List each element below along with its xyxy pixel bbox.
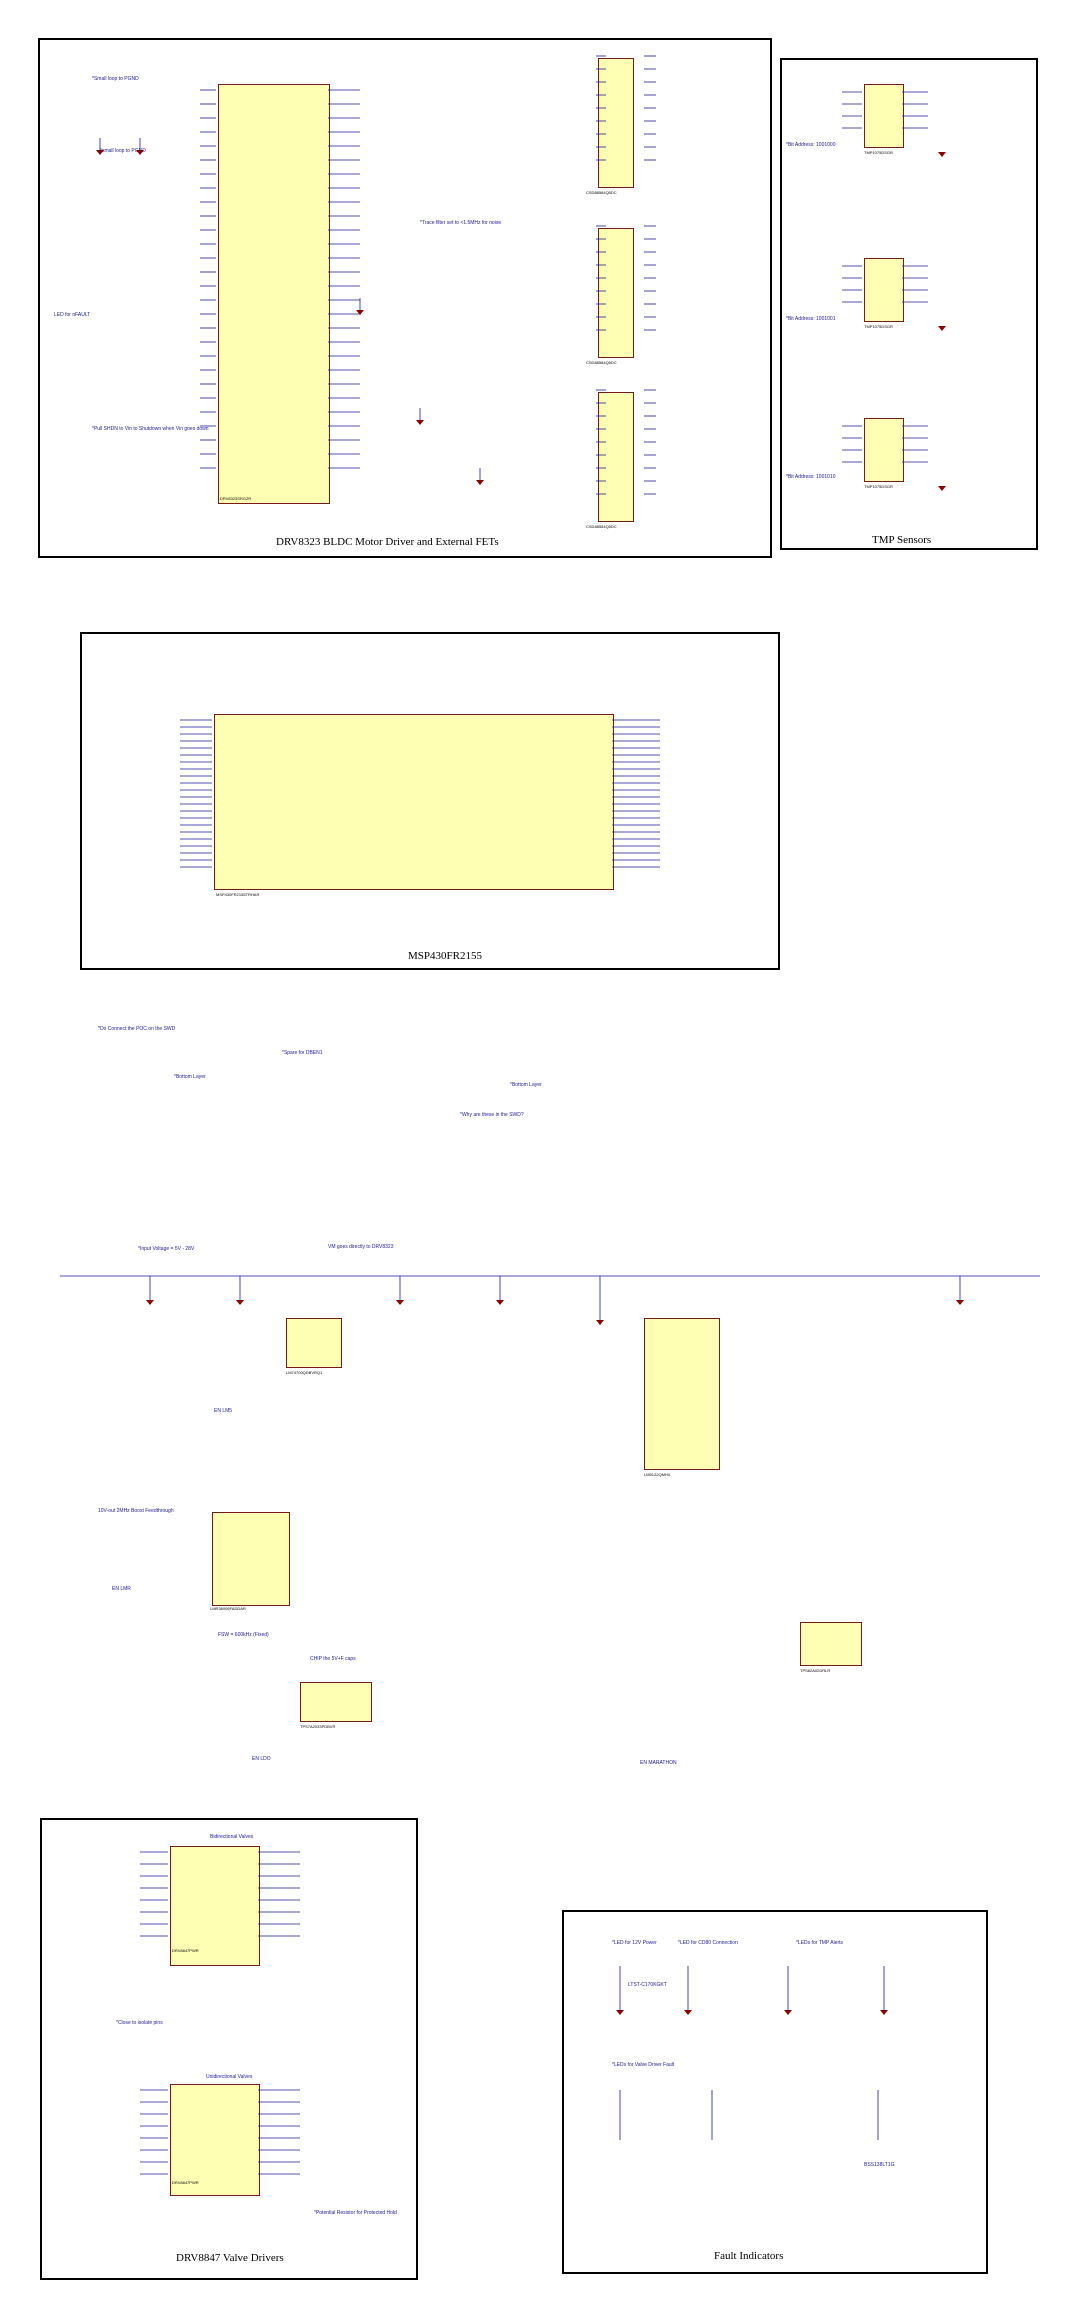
ground-symbol <box>416 420 424 425</box>
valve-driver-1-label: DRV8847PWR <box>172 1948 199 1953</box>
note-bidirectional: Bidirectional Valves <box>210 1834 254 1840</box>
valve-driver-block: Bidirectional Valves DRV8847PWR *Close t… <box>40 1818 418 2280</box>
ground-symbol <box>496 1300 504 1305</box>
note-pull-down: *Pull SHDN to Vin to Shutdown when Vin g… <box>92 426 209 432</box>
mcu-block: MSP430FR2155TRHAR MSP430FR2155 <box>80 632 780 970</box>
ground-symbol <box>476 480 484 485</box>
fet-2 <box>598 228 634 358</box>
valve-driver-2 <box>170 2084 260 2196</box>
motor-block-title: DRV8323 BLDC Motor Driver and External F… <box>276 536 499 548</box>
buck-label: LMR36006FADDAR <box>210 1606 246 1611</box>
ground-symbol <box>880 2010 888 2015</box>
fault-indicators-block: *LED for 12V Power *LED for CD80 Connect… <box>562 1910 988 2274</box>
ground-symbol <box>356 310 364 315</box>
ground-symbol <box>96 150 104 155</box>
tmp-sensor-2 <box>864 258 904 322</box>
note-potential-resistor: *Potential Resistor for Protected Hold <box>314 2210 397 2216</box>
ldo-label: TPS7A2033PDBVR <box>300 1724 336 1729</box>
note-buck: 10V-out 2MHz Boost Feedthrough <box>98 1508 174 1514</box>
en-lmr: EN LMR <box>112 1586 131 1592</box>
note-vm-direct: VM goes directly to DRV8323 <box>328 1244 394 1250</box>
note-close-pins: *Close to isolate pins <box>116 2020 163 2026</box>
drv8323-chip <box>218 84 330 504</box>
tmp-sensor-1 <box>864 84 904 148</box>
ground-symbol <box>956 1300 964 1305</box>
tmp-sensor-2-label: TMP1075DSGR <box>864 324 893 329</box>
ground-symbol <box>236 1300 244 1305</box>
ground-symbol <box>784 2010 792 2015</box>
note-bottom-layer-1: *Bottom Layer <box>174 1074 206 1080</box>
en-ldo: EN LDO <box>252 1756 271 1762</box>
fet-1 <box>598 58 634 188</box>
ground-symbol <box>136 150 144 155</box>
tmp-addr-3: *Bit Address: 1001010 <box>786 474 836 480</box>
ground-symbol <box>938 326 946 331</box>
ground-symbol <box>938 152 946 157</box>
ground-symbol <box>616 2010 624 2015</box>
fet-1-label: CSD88584Q5DC <box>586 190 617 195</box>
fet-2-label: CSD88584Q5DC <box>586 360 617 365</box>
ldo-chip <box>300 1682 372 1722</box>
note-led-cd80: *LED for CD80 Connection <box>678 1940 738 1946</box>
fault-mosfet-part: BSS138LT1G <box>864 2162 895 2168</box>
ideal-diode-label: LM74700QDBVRQ1 <box>286 1370 323 1375</box>
boost-controller-label: LM5122QMHX <box>644 1472 671 1477</box>
note-ldo-caps: CHIP the 5V+F caps <box>310 1656 356 1662</box>
note-spare: *Spare for DBEN1 <box>282 1050 323 1056</box>
valve-block-title: DRV8847 Valve Drivers <box>176 2252 284 2264</box>
tmp-sensor-3 <box>864 418 904 482</box>
ground-symbol <box>596 1320 604 1325</box>
note-led-12v: *LED for 12V Power <box>612 1940 657 1946</box>
tmp-addr-2: *Bit Address: 1001001 <box>786 316 836 322</box>
marathon-buck-chip <box>800 1622 862 1666</box>
note-unidirectional: Unidirectional Valves <box>206 2074 253 2080</box>
note-trace-filter: *Trace filter set to <1.5MHz for noise <box>420 220 502 226</box>
boost-controller-chip <box>644 1318 720 1470</box>
note-fault-led: LED for nFAULT <box>54 312 91 318</box>
ground-symbol <box>396 1300 404 1305</box>
note-why-swd: *Why are these in the SWD? <box>460 1112 524 1118</box>
msp430-chip <box>214 714 614 890</box>
fet-3 <box>598 392 634 522</box>
tmp-sensor-1-label: TMP1075DSGR <box>864 150 893 155</box>
tmp-block-title: TMP Sensors <box>872 534 932 546</box>
note-led-valve-fault: *LEDs for Valve Driver Fault <box>612 2062 675 2068</box>
motor-driver-block: DRV8323SRGZR CSD88584Q5DC CSD88584Q5DC C… <box>38 38 772 558</box>
ground-symbol <box>684 2010 692 2015</box>
note-small-loop-2: *small loop to PGND <box>100 148 146 154</box>
ground-symbol <box>146 1300 154 1305</box>
ideal-diode-chip <box>286 1318 342 1368</box>
en-marathon: EN MARATHON <box>640 1760 677 1766</box>
fet-3-label: CSD88584Q5DC <box>586 524 617 529</box>
ground-symbol <box>938 486 946 491</box>
note-bottom-layer-2: *Bottom Layer <box>510 1082 542 1088</box>
marathon-buck-label: TPS62A02DRLR <box>800 1668 831 1673</box>
valve-driver-2-label: DRV8847PWR <box>172 2180 199 2185</box>
fault-led-part: LTST-C170KGKT <box>628 1982 667 1988</box>
note-led-tmp: *LEDs for TMP Alerts <box>796 1940 844 1946</box>
en-lm5: EN LM5 <box>214 1408 233 1414</box>
note-connect-poc: *Do Connect the POC on the SWD <box>98 1026 176 1032</box>
drv8323-part-label: DRV8323SRGZR <box>220 496 252 501</box>
tmp-sensors-block: TMP1075DSGR *Bit Address: 1001000 TMP107… <box>780 58 1038 550</box>
valve-driver-1 <box>170 1846 260 1966</box>
note-fsw: FSW = 600kHz (Fixed) <box>218 1632 269 1638</box>
fault-block-title: Fault Indicators <box>714 2250 784 2262</box>
tmp-sensor-3-label: TMP1075DSGR <box>864 484 893 489</box>
note-input-voltage: *Input Voltage = 5V - 28V <box>138 1246 195 1252</box>
mcu-block-title: MSP430FR2155 <box>408 950 482 962</box>
msp430-part-label: MSP430FR2155TRHAR <box>216 892 260 897</box>
buck-chip <box>212 1512 290 1606</box>
tmp-addr-1: *Bit Address: 1001000 <box>786 142 836 148</box>
note-small-loop: *Small loop to PGND <box>92 76 139 82</box>
